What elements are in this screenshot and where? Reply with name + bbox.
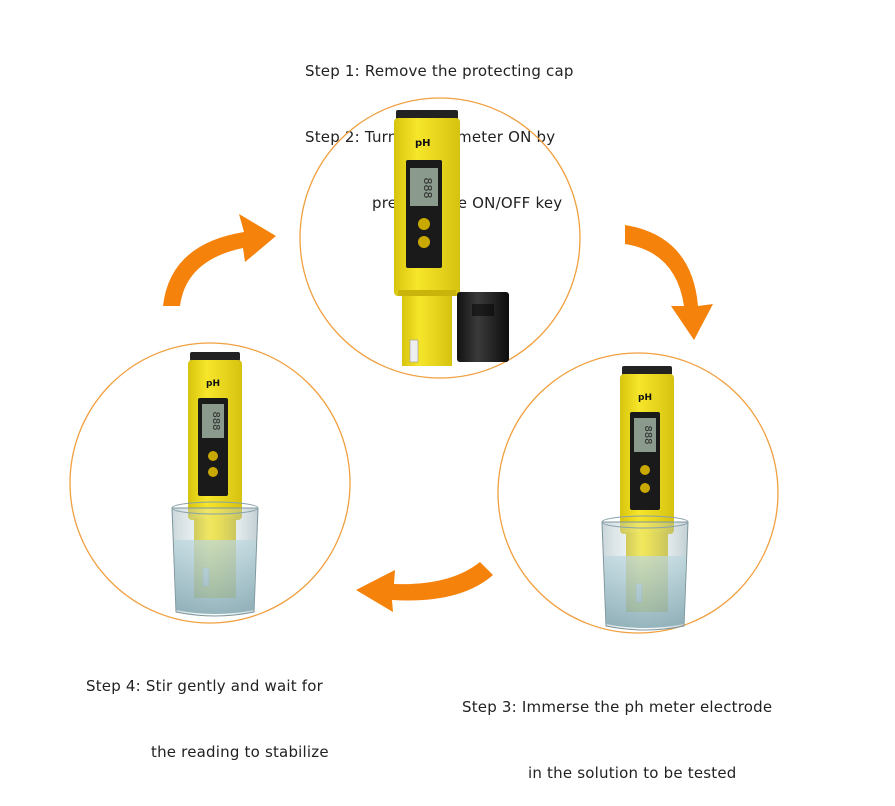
step-1-text: Step 1: Remove the protecting cap — [305, 62, 574, 80]
step-3-circle — [497, 352, 779, 634]
step-4-circle — [69, 342, 351, 624]
meter-display: 888 — [642, 425, 653, 444]
meter-label: pH — [638, 393, 652, 403]
step-3-text-line2: in the solution to be tested — [528, 764, 737, 782]
ph-meter-icon: pH 888 — [394, 110, 460, 366]
meter-display: 888 — [421, 178, 434, 199]
curved-arrow-icon — [163, 214, 276, 306]
water-glass-icon — [601, 515, 689, 631]
meter-label: pH — [415, 138, 431, 149]
process-diagram: pH 888 pH 888 pH 888 — [69, 97, 779, 634]
step-4-text-line1: Step 4: Stir gently and wait for — [86, 677, 324, 695]
meter-display: 888 — [210, 411, 221, 430]
step-1-2-circle — [299, 97, 581, 379]
curved-arrow-icon — [356, 562, 493, 612]
step-4-text-line2: the reading to stabilize — [151, 743, 329, 761]
protective-cap-icon — [457, 292, 509, 362]
water-glass-icon — [171, 501, 259, 617]
step-3-text-line1: Step 3: Immerse the ph meter electrode — [462, 698, 773, 716]
meter-label: pH — [206, 379, 220, 389]
curved-arrow-icon — [625, 225, 713, 340]
